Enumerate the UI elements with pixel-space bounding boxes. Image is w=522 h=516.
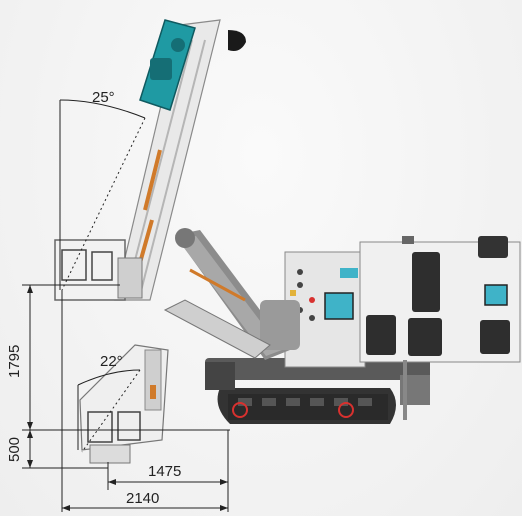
track-roller-left (232, 402, 248, 418)
height-upper-label: 1795 (6, 345, 23, 378)
panel-screen-right (484, 284, 508, 306)
machine-body (284, 236, 521, 420)
angle-lower-label: 22° (100, 353, 123, 370)
dimension-arrows (27, 285, 228, 511)
track-roller-right (338, 402, 354, 418)
boom (163, 228, 300, 360)
mast-upper (54, 19, 246, 301)
crawler-track (205, 358, 430, 424)
panel-screen-main (324, 292, 354, 320)
height-lower-label: 500 (6, 437, 23, 462)
reach-long-label: 2140 (126, 490, 159, 507)
reach-short-label: 1475 (148, 463, 181, 480)
dimension-lines (22, 99, 230, 512)
mast-lower (79, 344, 169, 464)
angle-upper-label: 25° (92, 89, 115, 106)
